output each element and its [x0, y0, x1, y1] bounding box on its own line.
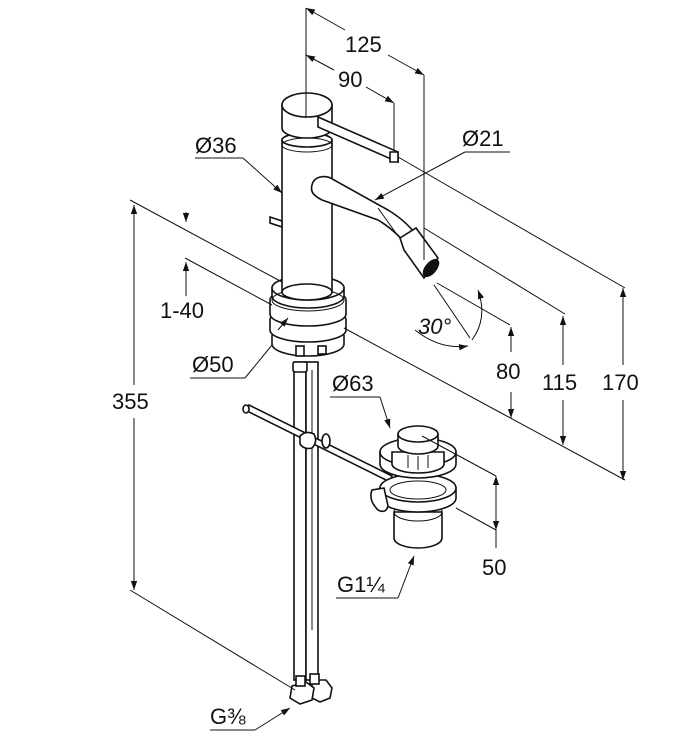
lift-rod: [242, 403, 393, 484]
dim-waste-diameter: Ø63: [332, 371, 374, 396]
faucet-assembly: [242, 92, 457, 705]
dim-outlet-height: 80: [496, 359, 520, 384]
dim-deck-thickness: 1-40: [160, 298, 204, 323]
supply-nuts: [289, 673, 333, 705]
dim-spout-diameter: Ø21: [462, 126, 504, 151]
dim-aerator-angle: 30°: [418, 314, 451, 339]
dim-base-diameter: Ø50: [192, 352, 234, 377]
dimension-lines: [129, 7, 627, 731]
dim-supply-thread: G⅜: [210, 704, 246, 729]
dim-lever-height: 170: [602, 370, 639, 395]
dim-waste-thread: G1¼: [337, 572, 385, 597]
dim-waste-height: 50: [482, 555, 506, 580]
dim-body-diameter: Ø36: [195, 133, 237, 158]
faucet-body: [269, 132, 333, 301]
dim-spout-reach: 125: [345, 32, 382, 57]
dim-total-height: 355: [112, 389, 149, 414]
dim-lever-reach: 90: [338, 67, 362, 92]
lever-handle[interactable]: [281, 92, 399, 164]
dim-spout-height: 115: [542, 370, 577, 395]
supply-hoses: [292, 361, 319, 681]
pop-up-waste: [370, 425, 457, 549]
spout: [310, 175, 440, 280]
